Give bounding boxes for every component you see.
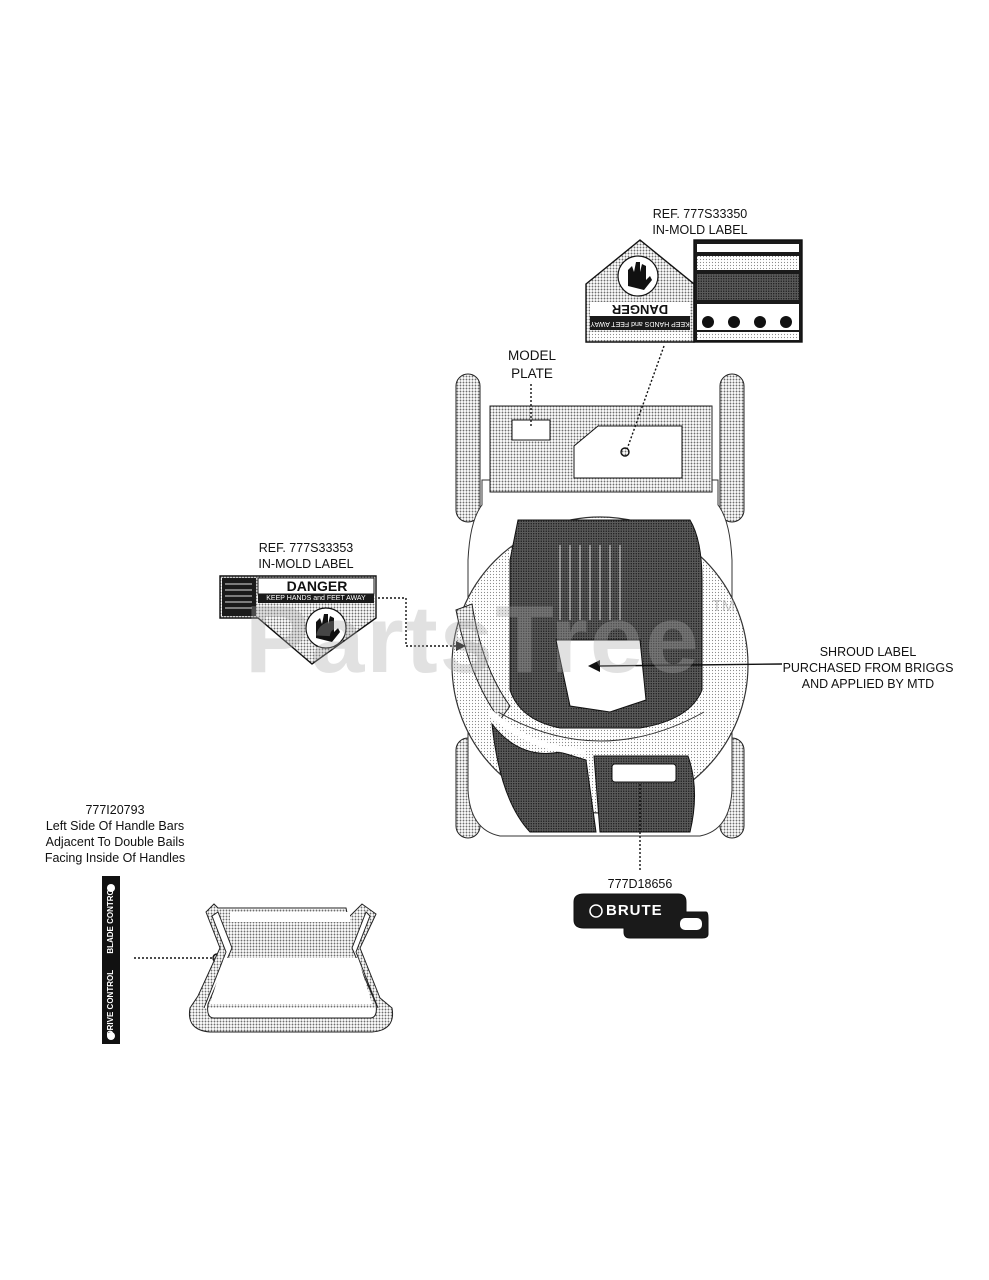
leader-ref-33353 <box>354 597 456 647</box>
decal-brute <box>573 893 709 939</box>
handle-bars <box>188 903 394 1033</box>
callout-777i20793-line2: Left Side Of Handle Bars <box>45 819 185 833</box>
callout-ref-777s33353: REF. 777S33353 IN-MOLD LABEL <box>226 540 386 572</box>
callout-ref-777s33353-desc: IN-MOLD LABEL <box>258 557 354 571</box>
callout-ref-777s33350-desc: IN-MOLD LABEL <box>652 223 748 237</box>
keep-away-text-33350: KEEP HANDS and FEET AWAY <box>590 320 690 327</box>
callout-777i20793-part: 777I20793 <box>85 803 145 817</box>
wheel-rear-right <box>719 373 745 523</box>
callout-shroud-label: SHROUD LABEL PURCHASED FROM BRIGGS AND A… <box>778 644 958 692</box>
watermark-tm: TM <box>712 598 736 615</box>
watermark: PartsTree <box>245 586 701 693</box>
pictograms-33350 <box>702 316 792 328</box>
brute-wordmark: BRUTE <box>606 902 663 919</box>
discharge-chute <box>491 722 597 833</box>
callout-shroud-title: SHROUD LABEL <box>819 645 917 659</box>
engine-fins <box>559 545 621 620</box>
handle-inner <box>203 911 379 1019</box>
callout-777i20793: 777I20793 Left Side Of Handle Bars Adjac… <box>20 802 210 866</box>
callout-shroud-line3: AND APPLIED BY MTD <box>801 677 935 691</box>
arrow-ref-33353 <box>456 641 466 651</box>
arrow-shroud <box>588 660 600 672</box>
drive-control-text: DRIVE CONTROL <box>106 969 115 1037</box>
wheel-rear-left <box>455 373 481 523</box>
callout-ref-777s33350: REF. 777S33350 IN-MOLD LABEL <box>620 206 780 238</box>
callout-777i20793-line4: Facing Inside Of Handles <box>44 851 186 865</box>
callout-ref-777s33353-part: REF. 777S33353 <box>258 541 354 555</box>
model-plate <box>511 419 551 441</box>
callout-model-plate: MODEL PLATE <box>492 347 572 383</box>
danger-text-33350: DANGER <box>611 302 669 317</box>
side-grille <box>455 603 511 721</box>
decal-777i20793 <box>102 876 120 1044</box>
leader-dot-33350 <box>620 447 630 457</box>
callout-ref-777s33350-part: REF. 777S33350 <box>652 207 748 221</box>
brute-label-area <box>611 763 677 783</box>
bag-strip <box>487 709 587 755</box>
engine-block <box>509 519 703 729</box>
callout-777i20793-line3: Adjacent To Double Bails <box>45 835 185 849</box>
leader-shroud <box>599 663 783 667</box>
shroud-label-area <box>555 639 647 713</box>
callout-model-plate-line1: MODEL <box>507 348 556 363</box>
deck-front-curve <box>497 711 705 742</box>
decal-777s33350 <box>585 239 803 343</box>
keep-away-text-33353: KEEP HANDS and FEET AWAY <box>266 595 366 602</box>
decal-777s33353 <box>219 575 377 665</box>
callout-777d18656: 777D18656 <box>607 877 673 891</box>
leader-lines <box>134 345 783 963</box>
leader-ref-33350 <box>625 345 665 453</box>
callout-shroud-line2: PURCHASED FROM BRIGGS <box>782 661 954 675</box>
danger-text-33353: DANGER <box>286 578 348 594</box>
callout-model-plate-line2: PLATE <box>511 366 553 381</box>
